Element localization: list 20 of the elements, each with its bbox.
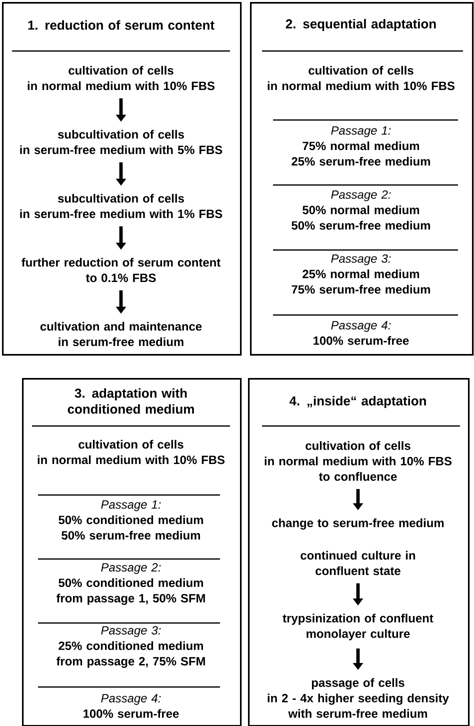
step-text: cultivation of cells in normal medium with 10% FBS (268, 66, 454, 90)
passage-text: Passage 3: 25% conditioned medium from passage 2, 75% SFM (56, 626, 205, 668)
passage-text: Passage 4: 100% serum-free (314, 321, 409, 345)
step-text: cultivation of cells in normal medium with 10% FBS (38, 440, 225, 464)
step-text: cultivation of cells in normal medium with 10% FBS (28, 66, 215, 90)
step-text: passage of cells in 2 - 4x higher seeding density with serum-free medium (268, 678, 449, 718)
step-text: subcultivation of cells in serum-free medium with 5% FBS (20, 130, 222, 154)
passage-text: Passage 1: 75% normal medium 25% serum-free medium (292, 126, 430, 166)
step-text: continued culture in confluent state (300, 550, 416, 576)
step-text: cultivation of cells in normal medium with 10% FBS to confluence (264, 441, 452, 481)
step-text: further reduction of serum content to 0.1% FBS (22, 258, 220, 282)
passage-text: Passage 4: 100% serum-free (84, 694, 179, 718)
step-text: cultivation and maintenance in serum-free medium (40, 322, 202, 346)
passage-text: Passage 1: 50% conditioned medium 50% serum-free medium (58, 500, 203, 540)
step-text: change to serum-free medium (272, 518, 444, 530)
step-text: trypsinization of confluent monolayer culture (282, 614, 434, 640)
passage-text: Passage 3: 25% normal medium 75% serum-free medium (292, 254, 430, 294)
passage-text: Passage 2: 50% conditioned medium from passage 1, 50% SFM (56, 563, 205, 605)
step-text: subcultivation of cells in serum-free medium with 1% FBS (20, 194, 222, 218)
passage-text: Passage 2: 50% normal medium 50% serum-free medium (292, 190, 430, 230)
